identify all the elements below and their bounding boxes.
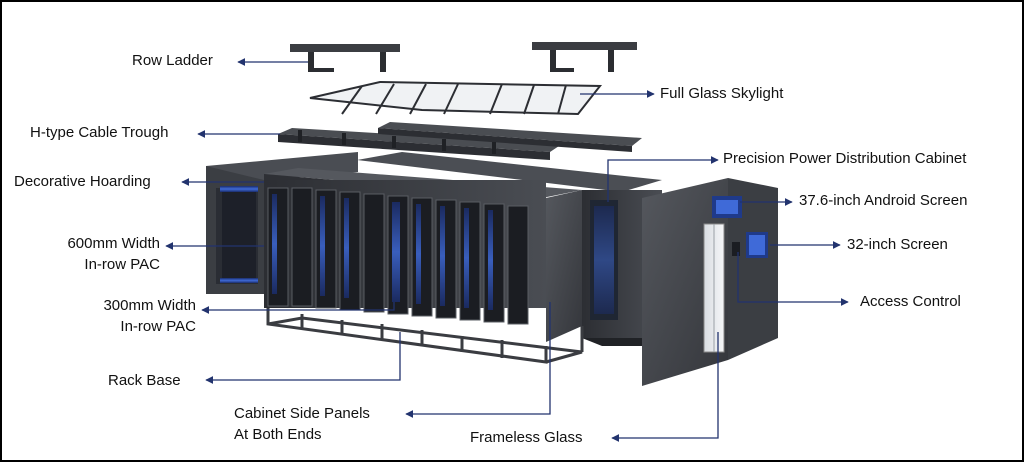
label-pac-600: 600mm Width In-row PAC xyxy=(38,233,160,275)
skylight-part xyxy=(309,80,603,116)
label-row-ladder: Row Ladder xyxy=(132,52,213,69)
leader-pac-300 xyxy=(201,302,395,314)
right-end-door-part xyxy=(642,178,778,386)
label-rack-base: Rack Base xyxy=(108,372,181,389)
leader-pdc xyxy=(607,156,719,202)
leader-frameless-glass xyxy=(611,332,719,442)
label-side-panels-line2: At Both Ends xyxy=(234,426,322,443)
label-32-inch-screen: 32-inch Screen xyxy=(847,236,948,253)
leader-side-panels xyxy=(405,302,551,418)
label-side-panels: Cabinet Side Panels At Both Ends xyxy=(234,403,370,445)
leader-rack-base xyxy=(205,332,401,384)
leader-access-control xyxy=(737,252,849,306)
label-decorative-hoarding: Decorative Hoarding xyxy=(14,173,151,190)
front-rack-row xyxy=(264,168,582,342)
label-pac-600-line2: In-row PAC xyxy=(84,256,160,273)
label-frameless-glass: Frameless Glass xyxy=(470,429,583,446)
decorative-hoarding-part xyxy=(206,152,358,294)
label-full-glass-skylight: Full Glass Skylight xyxy=(660,85,784,102)
row-ladder-part xyxy=(290,42,637,72)
label-pac-300-line1: 300mm Width xyxy=(103,297,196,314)
rack-base-part xyxy=(266,308,584,364)
label-pac-300-line2: In-row PAC xyxy=(120,318,196,335)
label-side-panels-line1: Cabinet Side Panels xyxy=(234,405,370,422)
label-pac-300: 300mm Width In-row PAC xyxy=(64,295,196,337)
leader-lines xyxy=(165,58,849,442)
label-pac-600-line1: 600mm Width xyxy=(67,235,160,252)
label-h-type-cable-trough: H-type Cable Trough xyxy=(30,124,169,141)
label-access-control: Access Control xyxy=(860,293,961,310)
cable-trough-part xyxy=(278,122,642,160)
label-android-screen: 37.6-inch Android Screen xyxy=(799,192,968,209)
label-precision-pdc: Precision Power Distribution Cabinet xyxy=(723,150,967,167)
